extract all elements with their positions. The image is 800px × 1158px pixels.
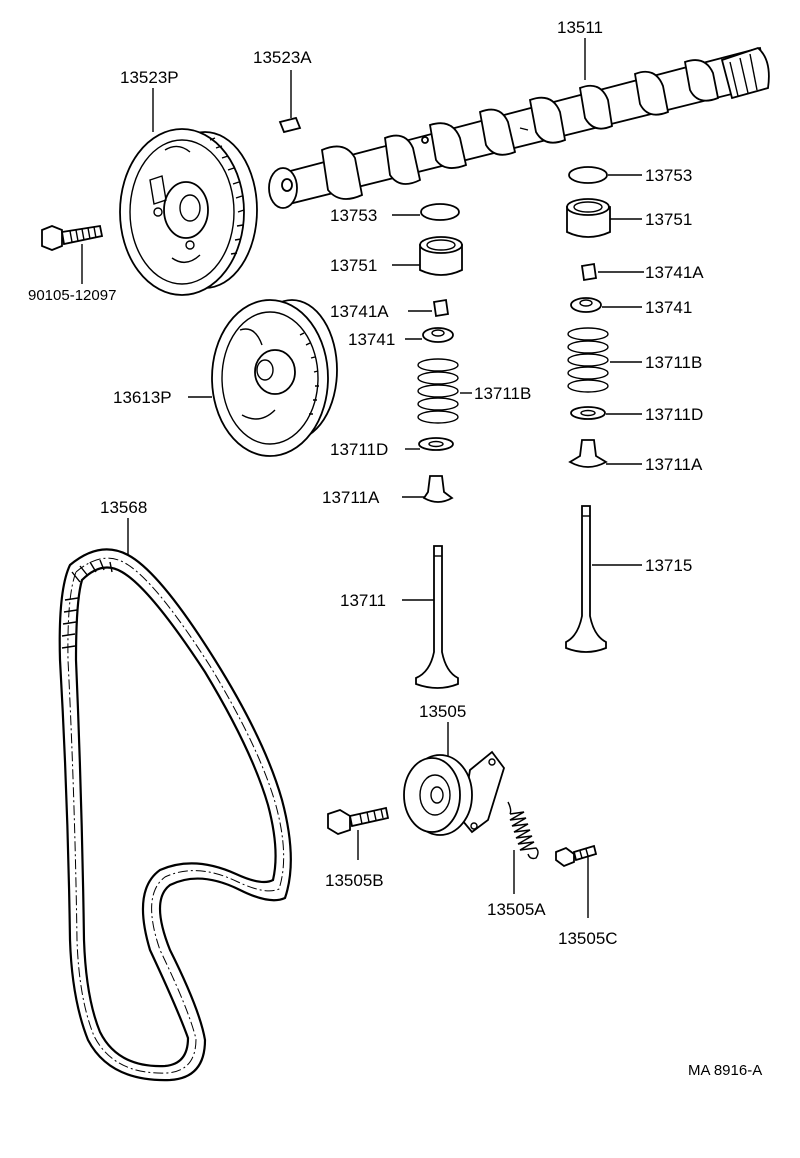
valve-keeper-right-drawing[interactable] bbox=[580, 262, 598, 282]
label-idler-pulley: 13505 bbox=[419, 702, 466, 721]
label-spring-seat-right: 13711D bbox=[645, 405, 703, 424]
label-timing-belt: 13568 bbox=[100, 498, 147, 517]
label-valve-retainer-left: 13741 bbox=[348, 330, 395, 349]
label-camshaft: 13511 bbox=[557, 18, 603, 37]
label-valve-keeper-left: 13741A bbox=[330, 302, 389, 321]
idler-bolt-drawing[interactable] bbox=[327, 806, 390, 835]
valve-adjusting-shim-right-drawing[interactable] bbox=[568, 166, 608, 184]
label-valve-keeper-right: 13741A bbox=[645, 263, 704, 282]
valve-retainer-left-drawing[interactable] bbox=[422, 327, 454, 343]
valve-lifter-right-drawing[interactable] bbox=[566, 198, 611, 238]
label-valve-adjusting-shim-right: 13753 bbox=[645, 166, 692, 185]
label-pulley-bolt: 90105-12097 bbox=[28, 287, 116, 304]
spring-seat-right-drawing[interactable] bbox=[570, 406, 606, 420]
valve-spring-left-drawing[interactable] bbox=[417, 358, 459, 424]
valve-adjusting-shim-left-drawing[interactable] bbox=[420, 203, 460, 221]
label-valve-stem-seal-right: 13711A bbox=[645, 455, 703, 474]
exhaust-valve-drawing[interactable] bbox=[565, 505, 607, 653]
label-valve-spring-left: 13711B bbox=[474, 384, 531, 403]
label-valve-lifter-left: 13751 bbox=[330, 256, 377, 275]
camshaft-drawing[interactable] bbox=[268, 46, 770, 209]
valve-lifter-left-drawing[interactable] bbox=[419, 236, 463, 276]
label-valve-spring-right: 13711B bbox=[645, 353, 702, 372]
crank-timing-pulley-drawing[interactable] bbox=[211, 299, 338, 457]
pulley-bolt-drawing[interactable] bbox=[41, 224, 104, 251]
label-valve-stem-seal-left: 13711A bbox=[322, 488, 380, 507]
label-spring-seat-left: 13711D bbox=[330, 440, 388, 459]
figure-code: MA 8916-A bbox=[688, 1062, 762, 1079]
label-straight-pin: 13523A bbox=[253, 48, 312, 67]
label-exhaust-valve: 13715 bbox=[645, 556, 692, 575]
label-valve-lifter-right: 13751 bbox=[645, 210, 692, 229]
timing-belt-drawing[interactable] bbox=[58, 548, 292, 1082]
intake-valve-drawing[interactable] bbox=[415, 545, 459, 689]
valve-stem-seal-left-drawing[interactable] bbox=[422, 475, 454, 503]
camshaft-timing-pulley-drawing[interactable] bbox=[119, 128, 258, 296]
straight-pin-drawing[interactable] bbox=[278, 116, 302, 134]
valve-retainer-right-drawing[interactable] bbox=[570, 297, 602, 313]
label-idler-pin: 13505C bbox=[558, 929, 618, 948]
label-crank-timing-pulley: 13613P bbox=[113, 388, 172, 407]
label-intake-valve: 13711 bbox=[340, 591, 386, 610]
label-valve-adjusting-shim-left: 13753 bbox=[330, 206, 377, 225]
label-valve-retainer-right: 13741 bbox=[645, 298, 692, 317]
idler-pulley-drawing[interactable] bbox=[403, 750, 505, 836]
idler-pin-drawing[interactable] bbox=[555, 844, 598, 868]
label-tension-spring: 13505A bbox=[487, 900, 546, 919]
label-camshaft-timing-pulley: 13523P bbox=[120, 68, 179, 87]
valve-spring-right-drawing[interactable] bbox=[567, 327, 609, 393]
valve-stem-seal-right-drawing[interactable] bbox=[568, 439, 608, 468]
label-idler-bolt: 13505B bbox=[325, 871, 384, 890]
tension-spring-drawing[interactable] bbox=[507, 801, 539, 860]
valve-keeper-left-drawing[interactable] bbox=[432, 298, 450, 318]
spring-seat-left-drawing[interactable] bbox=[418, 437, 454, 451]
